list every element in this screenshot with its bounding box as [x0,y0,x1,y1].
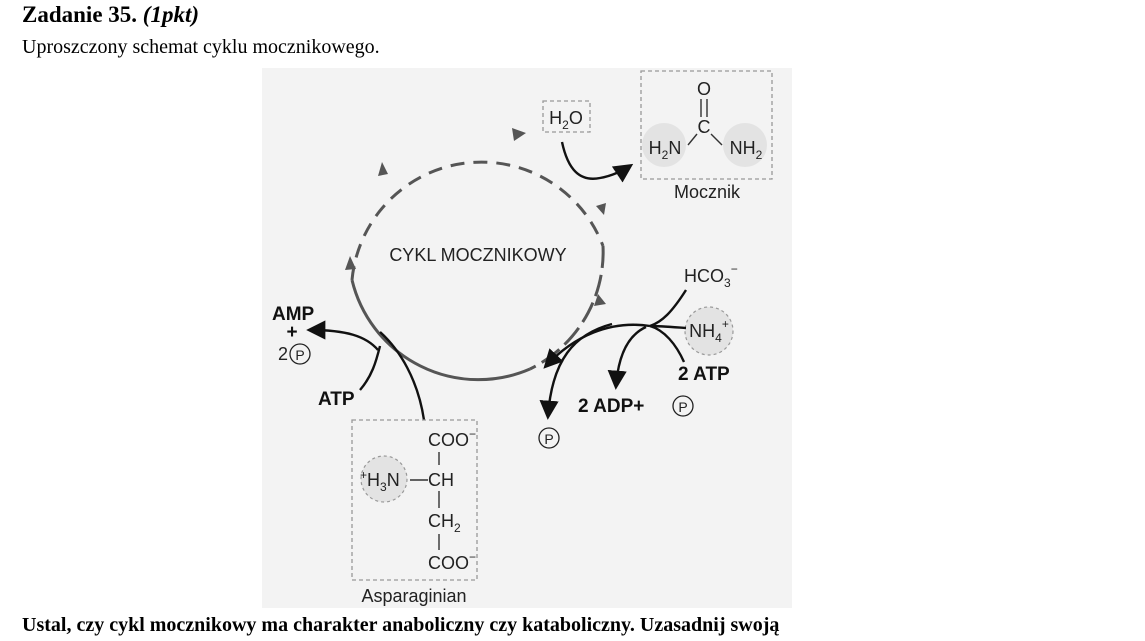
urea-bond-left [687,133,698,146]
task-question: Ustal, czy cykl mocznikowy ma charakter … [22,614,780,636]
atp-left-label: ATP [318,389,355,410]
urea-oxygen: O [697,79,711,99]
water-arrow [560,141,634,183]
water-box [542,100,591,133]
adp-label: 2 ADP+ [578,396,644,417]
right-input-arrow [543,323,651,369]
amino-highlight [360,455,408,503]
urea-carbon: C [698,117,711,137]
cycle-arrow-4 [594,294,606,306]
cycle-label: CYKL MOCZNIKOWY [389,245,566,265]
aspartate-coo-top: COO− [428,427,476,450]
adp-arrow [607,325,647,390]
cycle-arrow-1 [378,162,388,176]
cycle-arc-bottom [350,279,531,382]
amp-arrow [306,320,379,351]
cycle-arrow-5 [345,256,356,270]
atp-left-line [359,345,382,391]
cycle-arc-top [350,160,605,281]
phosphate-bottom-label: P [544,431,553,447]
aspartate-ch: CH [428,470,454,490]
aspartate-box [351,419,478,581]
task-title: Zadanie 35. (1pkt) [22,2,199,28]
task-subtitle: Uproszczony schemat cyklu mocznikowego. [22,36,380,58]
phosphate-right-label: P [678,399,687,415]
ammonium-highlight [684,306,734,356]
amp-label: AMP [272,304,315,325]
phosphate-bottom-circle [538,427,560,449]
phosphate-bottom-arrow [539,322,613,420]
two-phosphate-count: 2 [278,344,288,364]
urea-box [640,70,773,180]
task-number: Zadanie 35. [22,2,138,27]
aspartate-name: Asparaginian [361,586,466,606]
atp-right-label: 2 ATP [678,364,730,385]
urea-bond-right [710,133,723,146]
left-phosphate-label: P [295,347,304,363]
urea-name: Mocznik [674,182,741,202]
cycle-arrow-3 [596,203,606,215]
bicarbonate-line [649,289,688,328]
phosphate-right-circle [672,395,694,417]
urea-right-highlight [723,123,767,167]
aspartate-to-cycle-line [379,331,426,421]
atp-right-line [649,324,686,363]
aspartate-coo-bottom: COO− [428,550,476,573]
left-phosphate-circle [289,343,311,365]
task-points: (1pkt) [142,2,199,27]
cycle-arrow-2 [512,128,526,141]
urea-left-highlight [642,123,686,167]
aspartate-amino: +H3N [360,468,400,494]
amp-plus: + [286,322,297,343]
